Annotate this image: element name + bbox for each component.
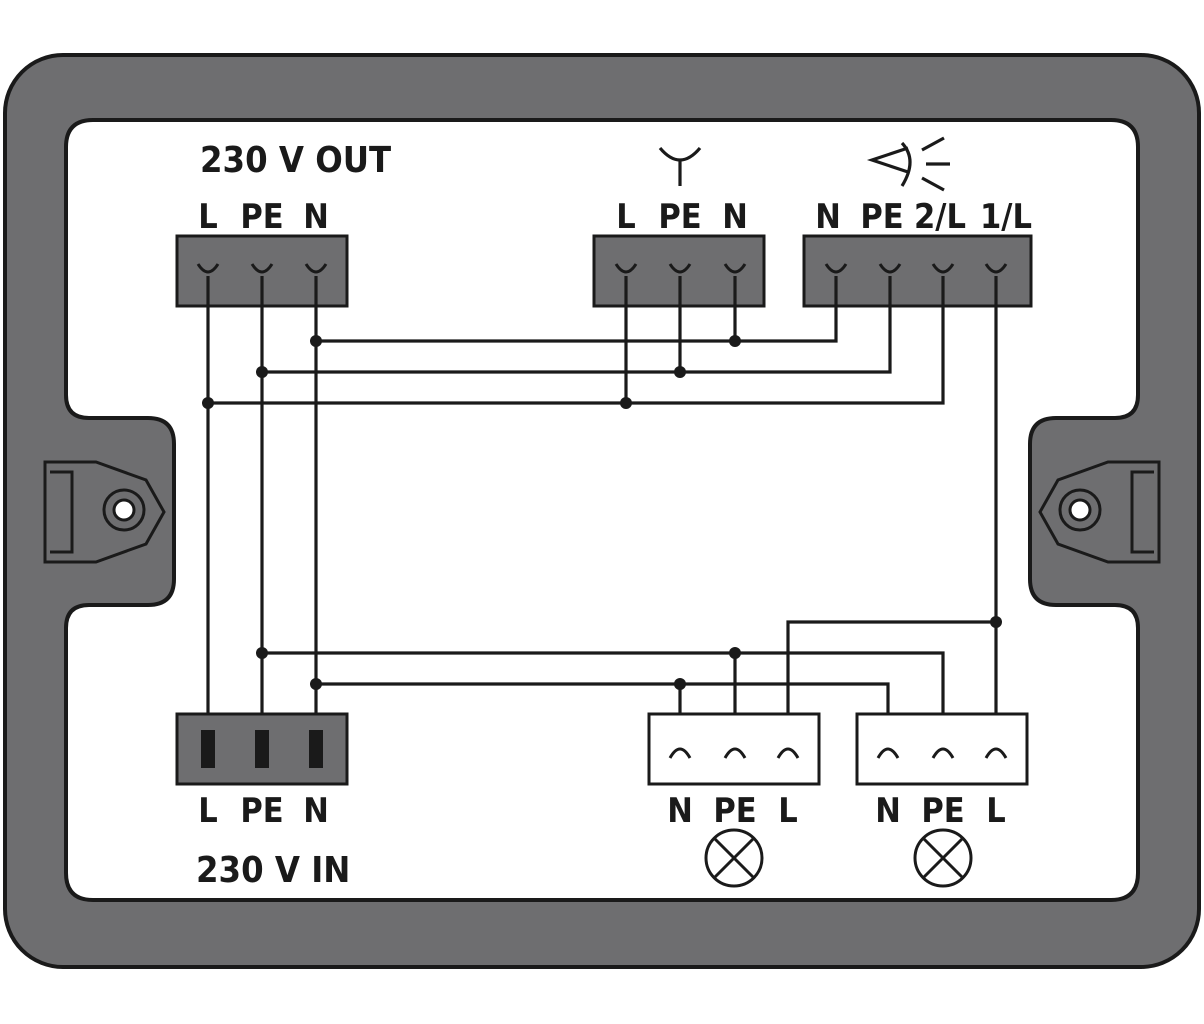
out-terminal-label: L [198,197,218,237]
light-switch-icon [866,136,950,192]
connector-lamp-1: N PE L [647,712,821,888]
lamp1-terminal-label: N [667,791,693,831]
out-title: 230 V OUT [200,140,391,181]
housing-inner-panel [64,118,1140,902]
lamp-icon [704,828,764,888]
lamp2-terminal-label: L [986,791,1006,831]
switch-terminal-label: N [815,197,841,237]
lamp1-terminal-label: PE [713,791,756,831]
out-terminal-label: N [303,197,329,237]
in-title: 230 V IN [196,850,350,891]
in-terminal-label: L [198,791,218,831]
connector-230v-in: L PE N 230 V IN [175,712,350,891]
out-terminal-label: PE [240,197,283,237]
lamp2-terminal-label: N [875,791,901,831]
in-terminal-label: N [303,791,329,831]
connector-socket: L PE N [592,146,766,308]
in-terminal-label: PE [240,791,283,831]
connector-230v-out: 230 V OUT L PE N [175,140,391,308]
socket-icon [658,146,702,186]
mounting-lug-left [43,460,166,564]
connector-lamp-2: N PE L [855,712,1029,888]
lamp1-terminal-label: L [778,791,798,831]
socket-terminal-label: L [616,197,636,237]
switch-terminal-label: PE [860,197,903,237]
socket-terminal-label: PE [658,197,701,237]
junction-dots [202,335,1002,690]
lamp2-terminal-label: PE [921,791,964,831]
switch-terminal-label: 1/L [980,197,1032,237]
socket-terminal-label: N [722,197,748,237]
switch-terminal-label: 2/L [914,197,966,237]
lamp-icon [913,828,973,888]
mounting-lug-right [1038,460,1161,564]
connector-switch: N PE 2/L 1/L [802,136,1033,308]
